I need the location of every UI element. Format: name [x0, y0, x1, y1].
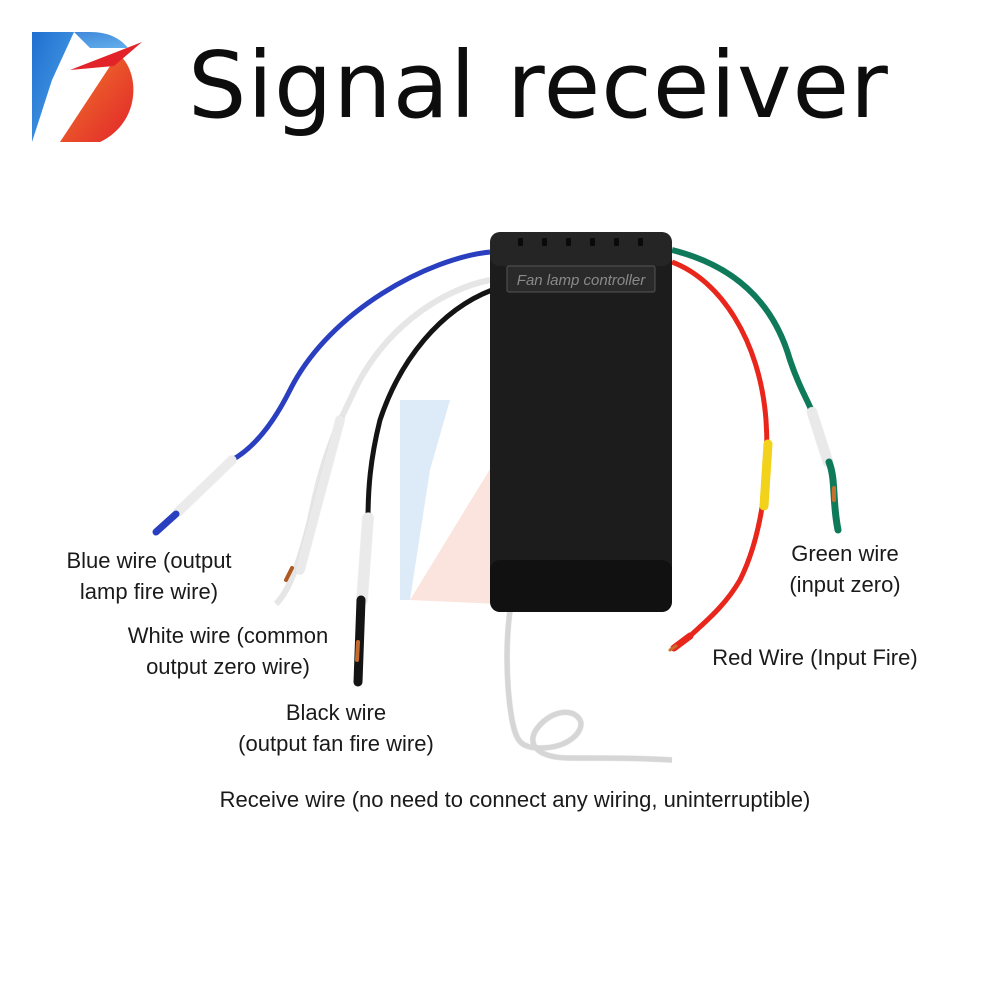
logo-d-bar [32, 32, 128, 48]
green-wire-label-line-2: (input zero) [789, 572, 901, 597]
green-wire-label: Green wire (input zero) [770, 538, 920, 600]
page-title: Signal receiver [188, 32, 889, 139]
red-wire-label: Red Wire (Input Fire) [690, 642, 940, 673]
green-wire-label-line-1: Green wire [791, 541, 899, 566]
white-wire-label-line-1: White wire (common [127, 623, 329, 648]
logo-blue-shape [32, 32, 74, 142]
red-wire-label-line-1: Red Wire (Input Fire) [712, 645, 918, 670]
white-wire-label: White wire (common output zero wire) [100, 620, 356, 682]
white-wire [273, 277, 491, 607]
receive-wire [504, 587, 673, 763]
controller-box: Fan lamp controller [490, 232, 672, 612]
blue-wire-label: Blue wire (output lamp fire wire) [44, 545, 254, 607]
receive-wire-label-line-1: Receive wire (no need to connect any wir… [219, 787, 811, 812]
logo-swoosh [70, 42, 142, 70]
receive-wire-label: Receive wire (no need to connect any wir… [150, 784, 880, 815]
black-wire [353, 287, 493, 687]
logo-red-shape [60, 54, 134, 142]
green-wire [671, 247, 842, 534]
black-wire-label-line-2: (output fan fire wire) [238, 731, 434, 756]
brand-logo [32, 32, 142, 142]
vent-slots [518, 238, 643, 246]
blue-wire [152, 249, 491, 536]
black-wire-label-line-1: Black wire [285, 700, 387, 725]
white-wire-label-line-2: output zero wire) [146, 654, 310, 679]
black-wire-label: Black wire (output fan fire wire) [210, 697, 462, 759]
blue-wire-label-line-1: Blue wire (output [66, 548, 232, 573]
red-wire [668, 259, 773, 652]
device-label: Fan lamp controller [517, 272, 646, 289]
blue-wire-label-line-2: lamp fire wire) [79, 579, 219, 604]
